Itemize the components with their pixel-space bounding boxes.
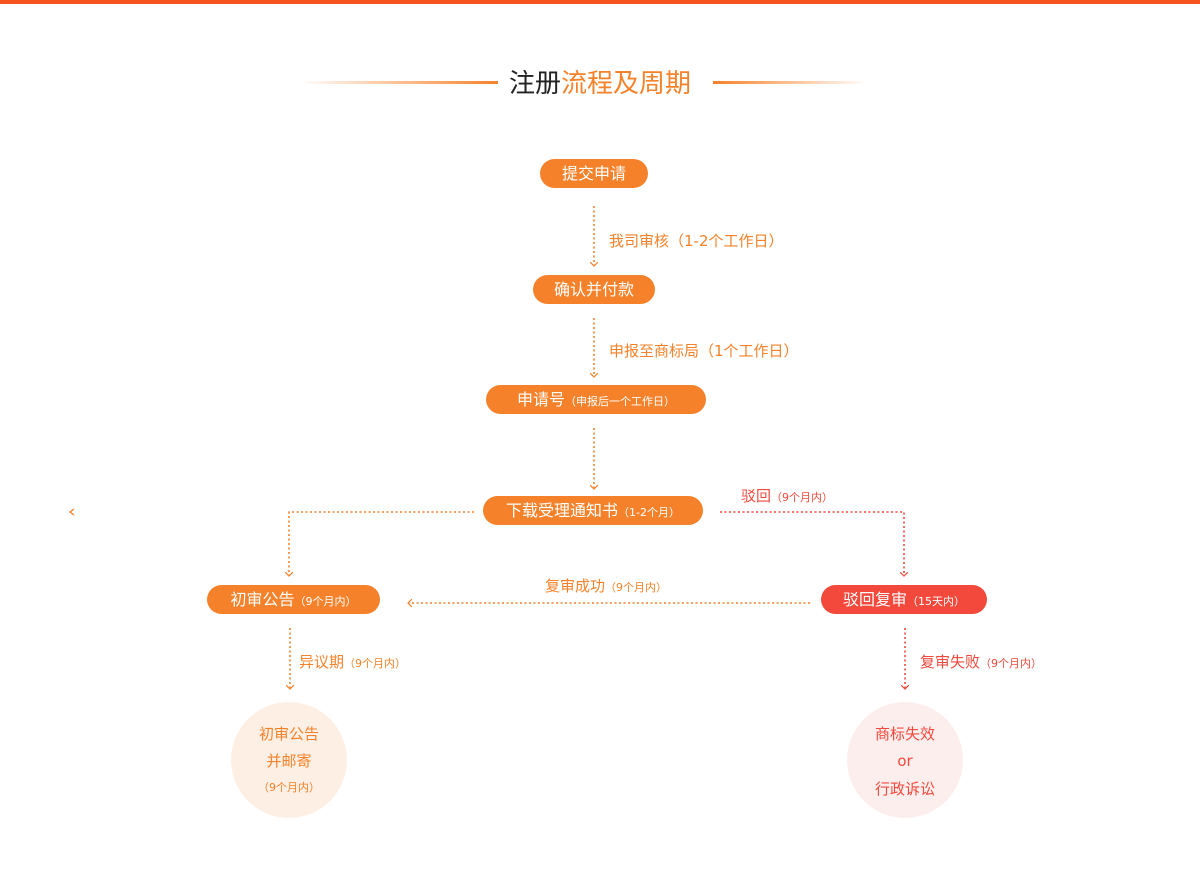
node-app-number-label: 申请号 xyxy=(516,390,565,409)
connector-download-prelim xyxy=(289,511,474,576)
edge-label-review-success-note: （9个月内） xyxy=(605,581,668,594)
outcome-fail: 商标失效 or 行政诉讼 xyxy=(847,702,963,818)
edge-label-reject-text: 驳回 xyxy=(741,487,772,505)
title-line-right xyxy=(713,81,868,84)
edge-label-review-fail: 复审失败（9个月内） xyxy=(920,652,1042,674)
node-review-label: 驳回复审 xyxy=(842,590,907,609)
connector-download-review xyxy=(720,511,904,576)
edge-label-review-text: 我司审核（1-2个工作日） xyxy=(609,232,784,250)
edge-label-review-success-text: 复审成功 xyxy=(545,577,606,595)
edge-label-reject: 驳回（9个月内） xyxy=(741,486,833,508)
edge-label-objection: 异议期（9个月内） xyxy=(299,652,406,674)
node-review-note: （15天内） xyxy=(907,595,965,608)
node-reject-review: 驳回复审（15天内） xyxy=(821,585,987,614)
node-app-number-note: （申报后一个工作日） xyxy=(565,395,675,408)
node-download: 下载受理通知书（1-2个月） xyxy=(483,496,703,525)
edge-label-review-success: 复审成功（9个月内） xyxy=(545,576,667,598)
edge-label-filing: 申报至商标局（1个工作日） xyxy=(609,341,799,361)
edge-label-filing-text: 申报至商标局（1个工作日） xyxy=(609,342,799,360)
stray-arrow-icon xyxy=(68,508,75,516)
node-app-number: 申请号（申报后一个工作日） xyxy=(486,385,706,414)
node-download-note: （1-2个月） xyxy=(618,506,680,519)
title-part-2: 流程及周期 xyxy=(561,69,692,99)
edge-label-objection-text: 异议期 xyxy=(299,653,345,671)
outcome-success-line1: 初审公告 xyxy=(258,725,319,743)
node-submit: 提交申请 xyxy=(540,159,648,188)
edge-label-objection-note: （9个月内） xyxy=(344,657,407,670)
outcome-success-line2: 并邮寄 xyxy=(266,752,312,770)
top-accent-bar xyxy=(0,0,1200,4)
node-confirm: 确认并付款 xyxy=(533,275,655,304)
outcome-success: 初审公告 并邮寄 （9个月内） xyxy=(231,702,347,818)
edge-label-reject-note: （9个月内） xyxy=(771,491,834,504)
edge-label-review: 我司审核（1-2个工作日） xyxy=(609,231,784,251)
node-submit-label: 提交申请 xyxy=(561,164,626,183)
title-line-left xyxy=(300,81,498,84)
outcome-fail-line1: 商标失效 xyxy=(874,725,935,743)
outcome-fail-line2: or xyxy=(897,752,913,770)
edge-label-review-fail-text: 复审失败 xyxy=(920,653,981,671)
outcome-fail-line3: 行政诉讼 xyxy=(874,780,935,798)
node-prelim-note: （9个月内） xyxy=(294,595,357,608)
edge-label-review-fail-note: （9个月内） xyxy=(980,657,1043,670)
node-prelim-label: 初审公告 xyxy=(230,590,295,609)
node-download-label: 下载受理通知书 xyxy=(506,501,619,520)
title-part-1: 注册 xyxy=(508,69,561,99)
outcome-success-note: （9个月内） xyxy=(258,781,320,794)
node-confirm-label: 确认并付款 xyxy=(553,280,634,299)
node-prelim-announcement: 初审公告（9个月内） xyxy=(207,585,380,614)
page-title: 注册流程及周期 xyxy=(0,64,1200,104)
